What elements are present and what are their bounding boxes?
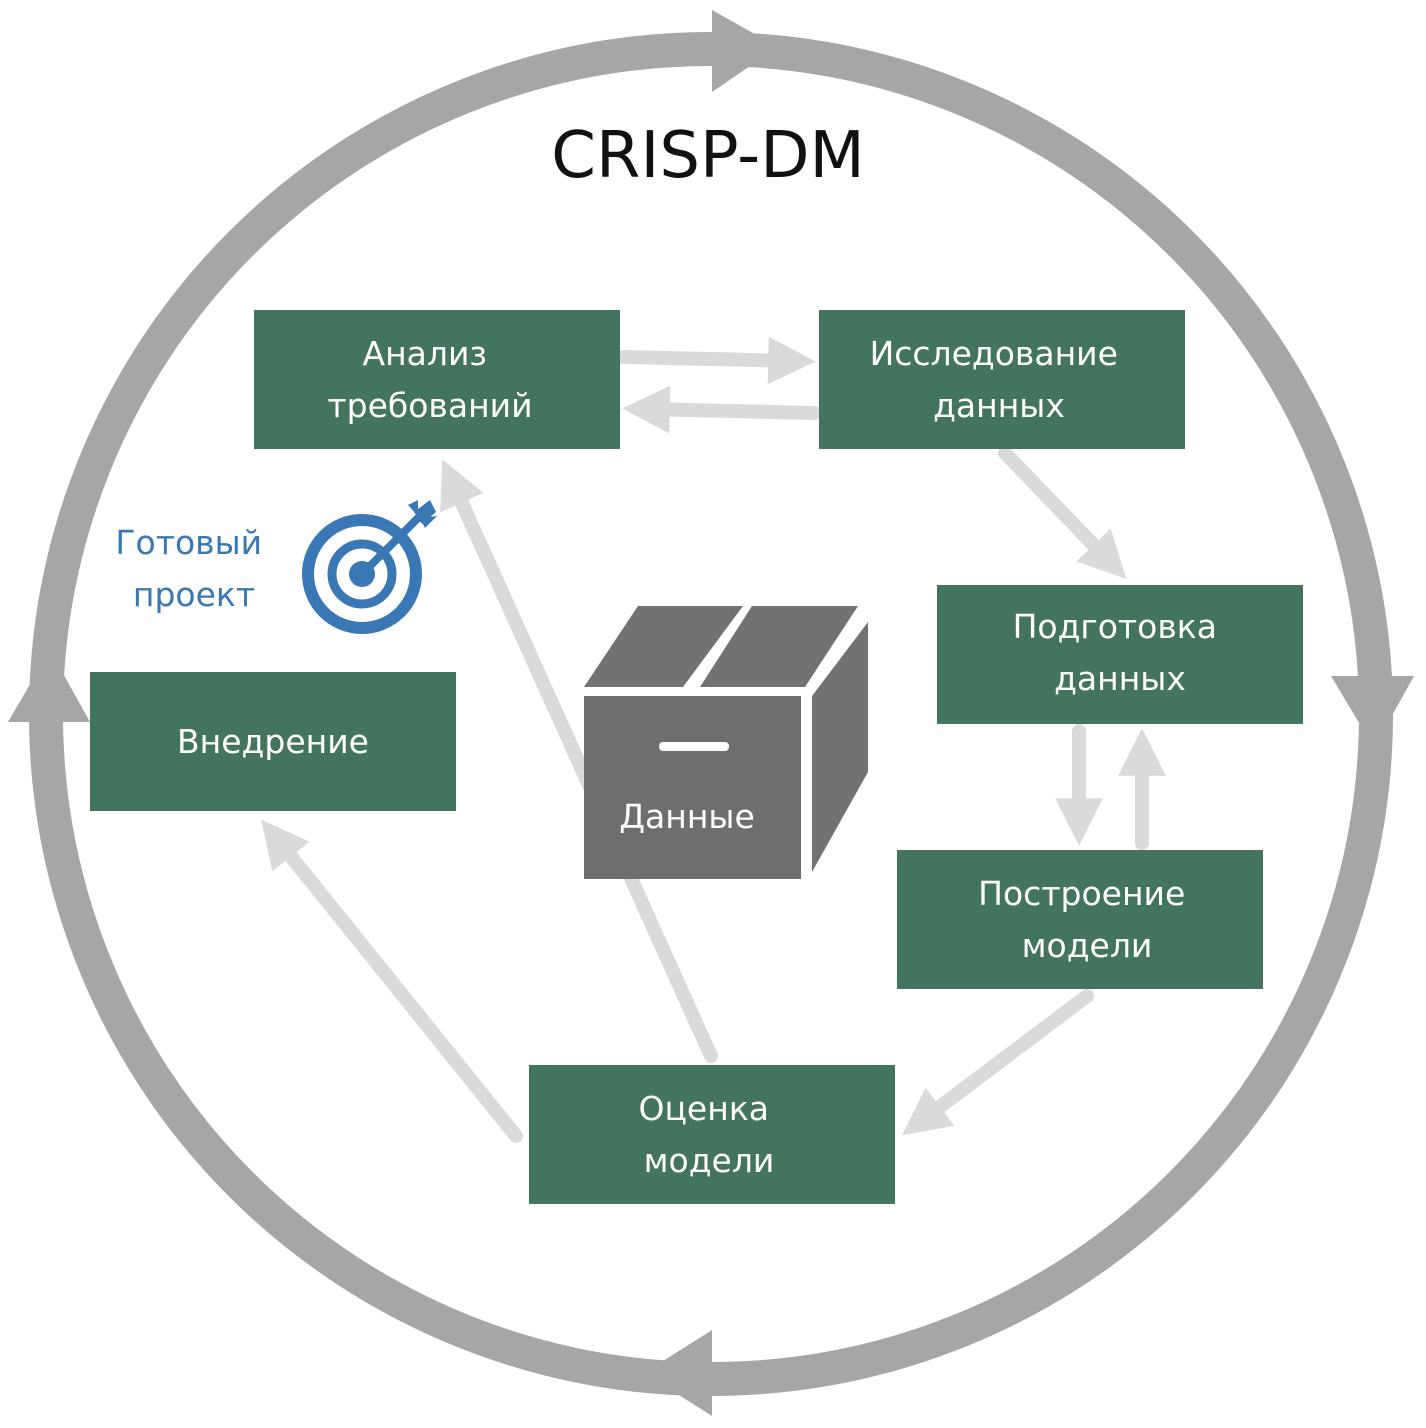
phase-data-preparation: Подготовка данных xyxy=(937,585,1303,724)
arrow-business-to-data-understanding xyxy=(617,336,816,385)
flow-arrows xyxy=(261,336,1166,1143)
phase-box xyxy=(254,310,620,449)
box-front xyxy=(584,696,801,879)
box-handle xyxy=(659,742,729,751)
phase-label: Оценка модели xyxy=(639,1089,780,1180)
box-side xyxy=(812,622,868,872)
phase-label: Анализ требований xyxy=(327,334,532,425)
box-top-left-flap xyxy=(584,606,743,687)
phase-label: Построение модели xyxy=(978,874,1196,965)
phase-label: Подготовка данных xyxy=(1013,607,1228,698)
phase-modeling: Построение модели xyxy=(897,850,1263,989)
cycle-arrow-left xyxy=(8,650,90,722)
goal-label: Готовый проект xyxy=(115,523,272,614)
phase-label: Внедрение xyxy=(177,722,369,761)
box-icon xyxy=(584,606,868,879)
phase-deployment: Внедрение xyxy=(90,672,456,811)
phase-business-understanding: Анализ требований xyxy=(254,310,620,449)
arrow-evaluation-to-business xyxy=(440,459,718,1063)
arrow-modeling-to-evaluation xyxy=(901,989,1094,1136)
phase-box xyxy=(529,1065,895,1204)
arrow-evaluation-to-deployment xyxy=(261,819,523,1143)
cycle-arrow-top xyxy=(712,10,778,92)
arrow-data-understanding-to-preparation xyxy=(998,446,1127,580)
phase-data-understanding: Исследование данных xyxy=(819,310,1185,449)
arrow-data-understanding-to-business xyxy=(622,385,821,434)
phase-box xyxy=(937,585,1303,724)
target-icon xyxy=(302,500,437,634)
phase-box xyxy=(897,850,1263,989)
phase-evaluation: Оценка модели xyxy=(529,1065,895,1204)
phase-box xyxy=(90,672,456,811)
diagram-title: CRISP-DM xyxy=(551,119,864,193)
phase-box xyxy=(819,310,1185,449)
box-top-right-flap xyxy=(700,606,858,687)
cycle-arrow-right xyxy=(1331,676,1414,748)
phase-label: Исследование данных xyxy=(870,334,1129,425)
cycle-arrow-bottom xyxy=(644,1330,712,1416)
data-label: Данные xyxy=(619,797,755,836)
